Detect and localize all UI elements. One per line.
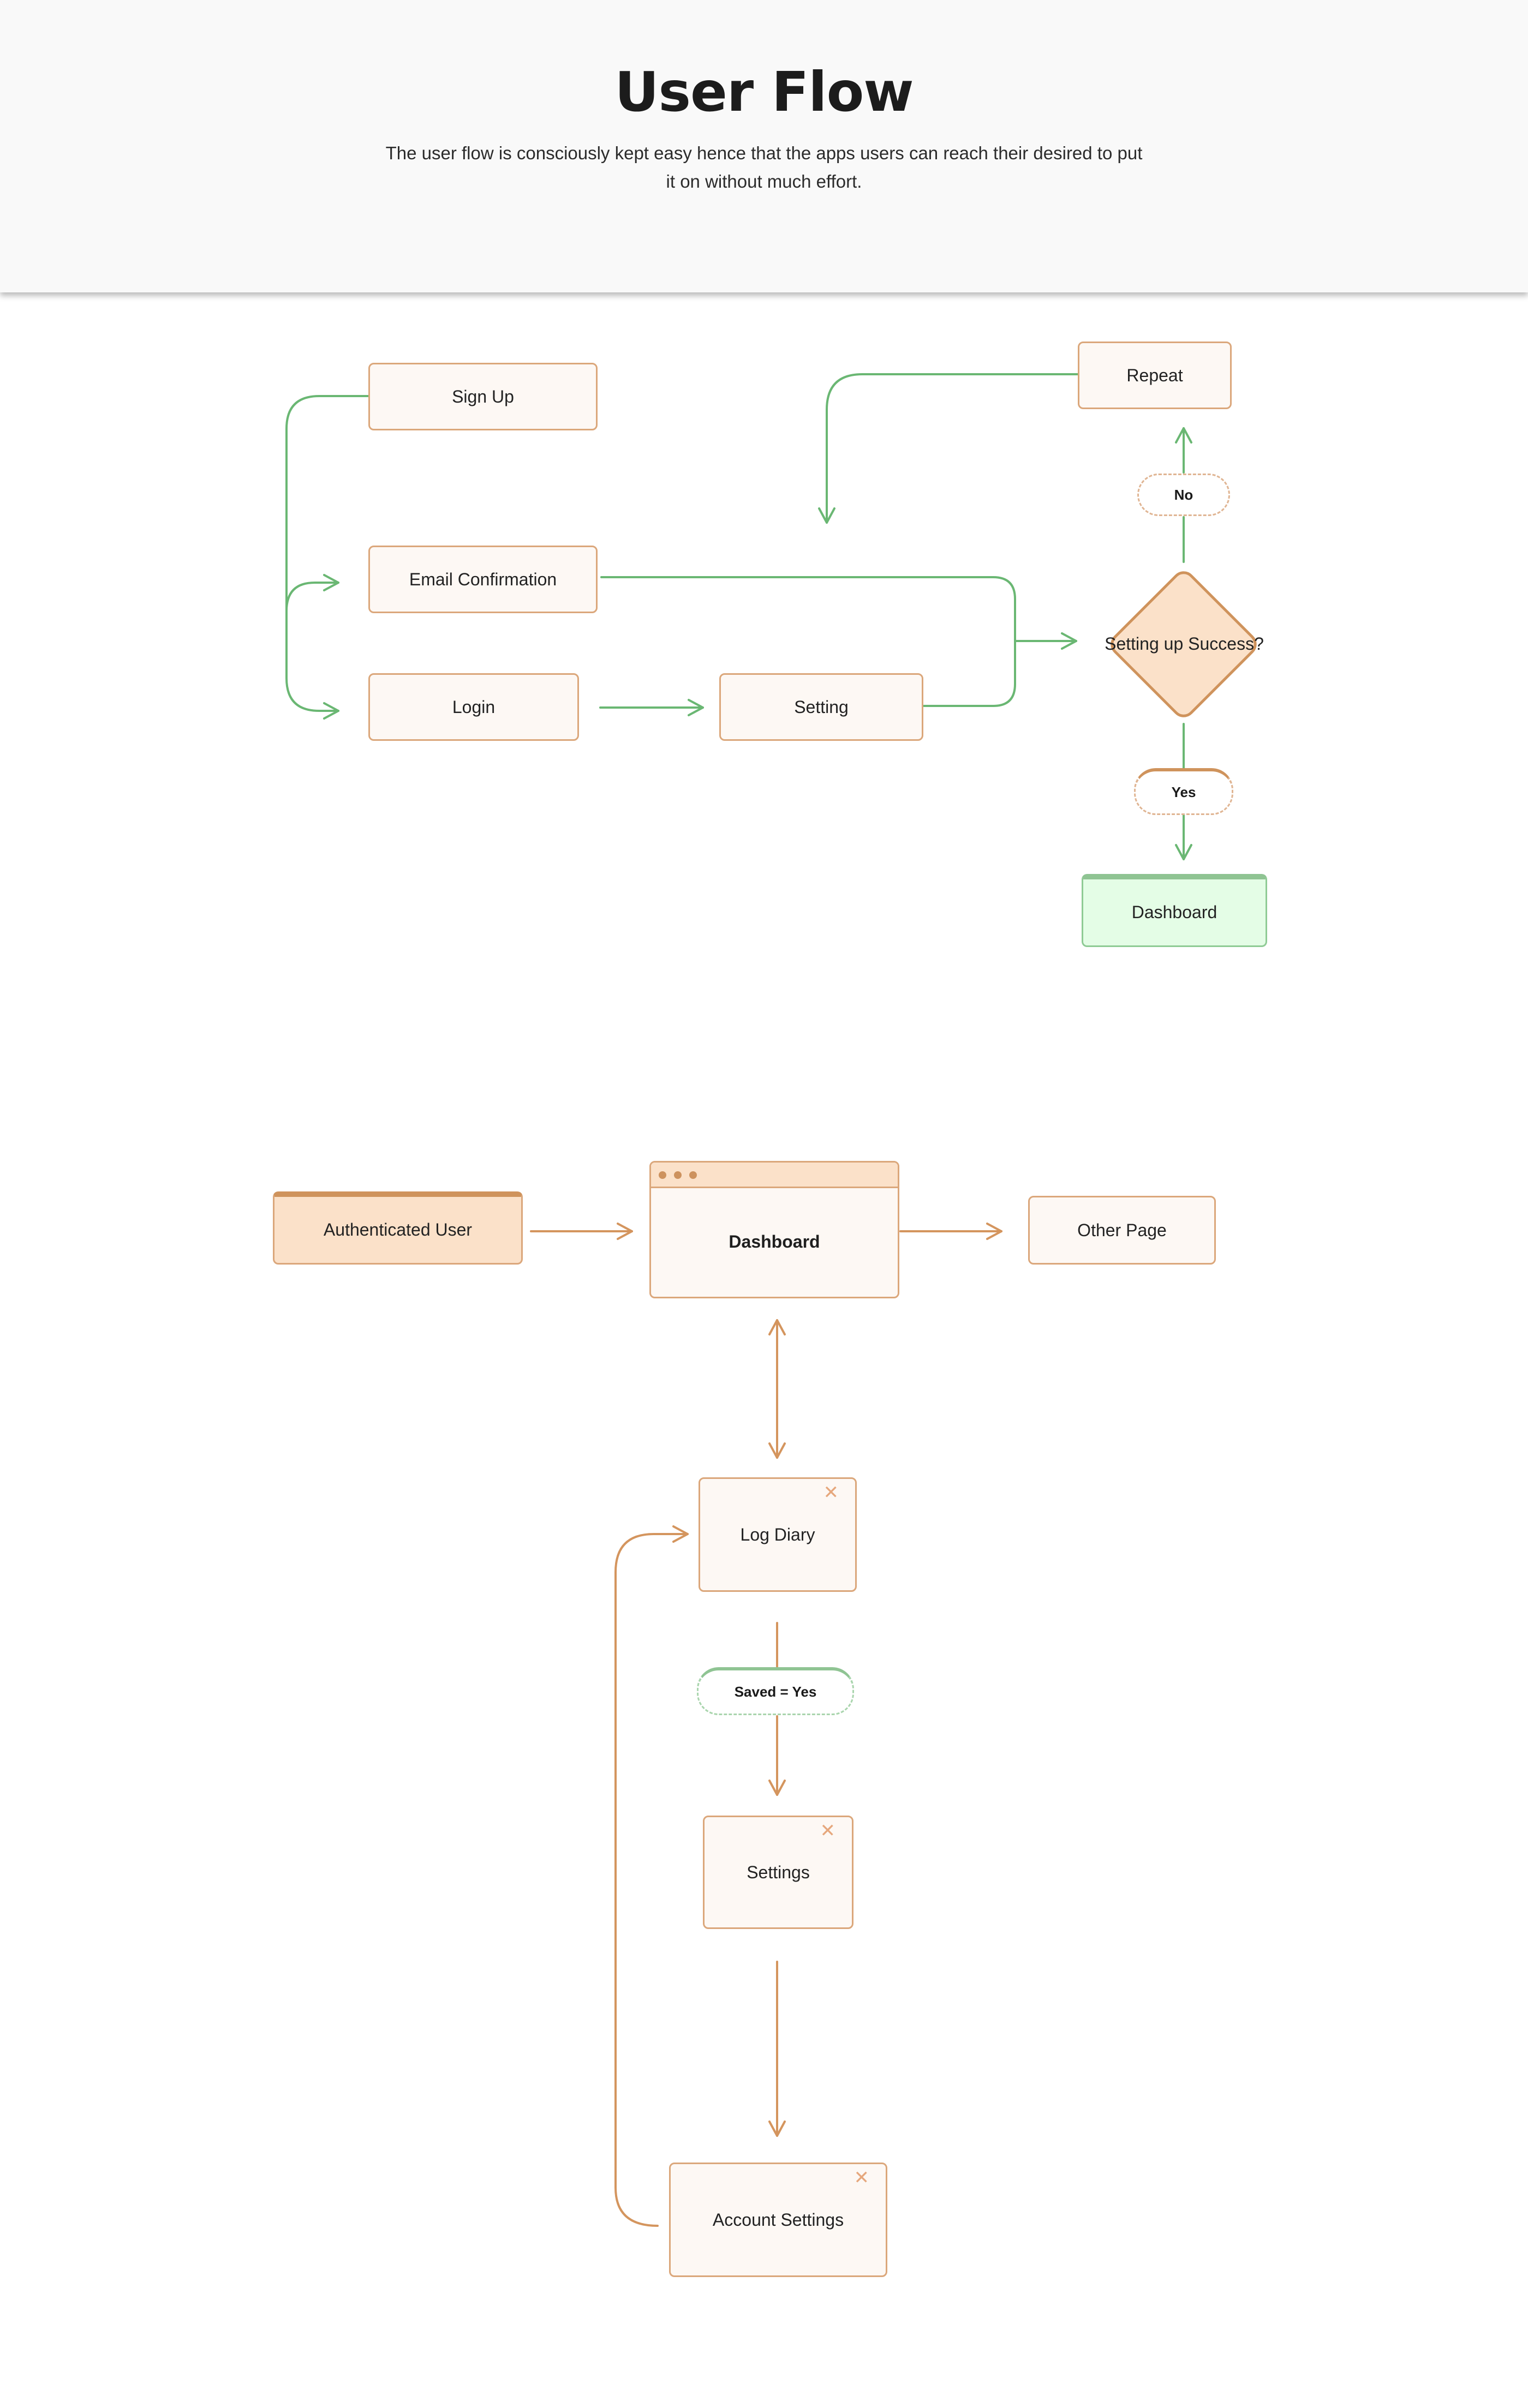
account-settings-node[interactable]: ✕ Account Settings — [669, 2163, 887, 2277]
dashboard-window-label: Dashboard — [729, 1231, 820, 1251]
settings-label: Settings — [747, 1862, 810, 1882]
edge-signup-to-login — [285, 395, 369, 720]
repeat-label: Repeat — [1126, 365, 1183, 385]
close-icon[interactable]: ✕ — [820, 1820, 836, 1841]
dashboard-success-node[interactable]: Dashboard — [1082, 874, 1267, 947]
no-label: No — [1174, 486, 1193, 503]
other-page-node[interactable]: Other Page — [1028, 1196, 1216, 1265]
signup-node[interactable]: Sign Up — [368, 363, 598, 430]
repeat-node[interactable]: Repeat — [1078, 342, 1232, 409]
login-label: Login — [452, 697, 496, 717]
email-confirmation-node[interactable]: Email Confirmation — [368, 546, 598, 613]
close-icon[interactable]: ✕ — [823, 1482, 839, 1503]
edge-account-to-logdiary — [614, 1525, 689, 2227]
account-settings-label: Account Settings — [712, 2209, 844, 2230]
log-diary-label: Log Diary — [740, 1524, 815, 1544]
authenticated-user-label: Authenticated User — [323, 1220, 473, 1239]
saved-label-pill: Saved = Yes — [697, 1667, 854, 1715]
page-title: User Flow — [614, 60, 914, 124]
log-diary-node[interactable]: ✕ Log Diary — [699, 1477, 857, 1592]
page-subtitle: The user flow is consciously kept easy h… — [385, 143, 1143, 191]
dashboard-success-label: Dashboard — [1131, 902, 1217, 922]
edge-signup-to-email — [285, 574, 339, 634]
window-dot-icon — [689, 1171, 697, 1179]
window-dot-icon — [659, 1171, 666, 1179]
email-confirmation-label: Email Confirmation — [409, 569, 557, 589]
edge-email-to-decision — [600, 576, 1016, 707]
decision-label: Setting up Success? — [1105, 634, 1264, 654]
no-label-pill: No — [1137, 474, 1230, 516]
header: User Flow The user flow is consciously k… — [0, 0, 1528, 292]
saved-label: Saved = Yes — [734, 1684, 817, 1700]
other-page-label: Other Page — [1077, 1220, 1167, 1240]
close-icon[interactable]: ✕ — [853, 2167, 870, 2188]
dashboard-window-node[interactable]: Dashboard — [649, 1161, 899, 1298]
edge-repeat-to-flow — [818, 373, 1079, 524]
yes-label: Yes — [1171, 784, 1196, 800]
login-node[interactable]: Login — [368, 673, 579, 741]
setting-label: Setting — [794, 697, 849, 717]
setting-node[interactable]: Setting — [719, 673, 923, 741]
settings-node[interactable]: ✕ Settings — [703, 1816, 853, 1929]
window-title-bar — [651, 1163, 898, 1188]
signup-label: Sign Up — [452, 386, 514, 406]
yes-label-pill: Yes — [1134, 768, 1233, 815]
authenticated-user-node[interactable]: Authenticated User — [273, 1191, 523, 1265]
window-dot-icon — [674, 1171, 682, 1179]
